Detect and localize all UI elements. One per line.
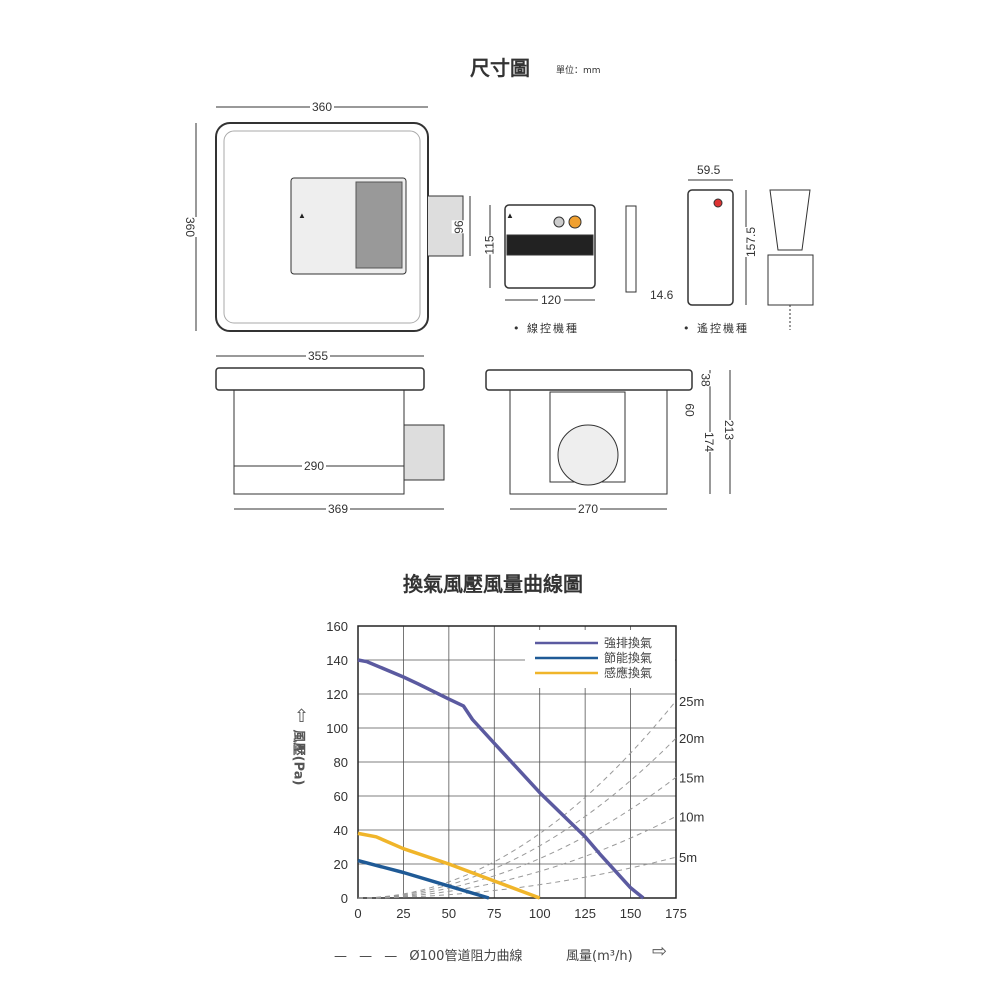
wired-model-label: • 線控機種 — [513, 322, 579, 335]
resistance-curve-label: 25m — [679, 694, 704, 709]
legend-label: 感應換氣 — [604, 665, 652, 680]
y-tick-label: 140 — [326, 653, 348, 668]
end-width-dim: 270 — [576, 502, 601, 516]
side-top-width-dim: 355 — [306, 349, 331, 363]
end-frame-height-dim: 38 — [698, 373, 713, 387]
wired-depth-dim: 14.6 — [650, 288, 674, 302]
y-tick-label: 60 — [334, 789, 348, 804]
resistance-curve-label: 5m — [679, 850, 697, 865]
resistance-curve — [357, 856, 677, 899]
y-tick-label: 0 — [341, 891, 348, 906]
resistance-curve — [357, 737, 677, 899]
chart-title: 換氣風壓風量曲線圖 — [403, 572, 583, 596]
x-tick-label: 50 — [442, 906, 456, 921]
series-line — [357, 858, 490, 900]
unit-label: 單位：mm — [556, 66, 601, 76]
front-width-dim: 360 — [310, 100, 335, 114]
remote-model-label: • 遙控機種 — [683, 322, 749, 335]
wired-height-dim: 115 — [482, 235, 497, 255]
dimension-drawing: ▲ ▲ — [195, 106, 814, 510]
series-line — [357, 831, 541, 900]
legend-label: 強排換氣 — [604, 636, 652, 650]
pressure-flow-chart: 0 25 50 75 100 125 150 175 0 20 40 60 80 100 120 140 160… — [326, 619, 704, 921]
remote-height-dim: 157.5 — [744, 226, 759, 258]
up-arrow-icon: ⇧ — [294, 706, 310, 727]
resistance-curve — [357, 815, 677, 899]
side-body-width-dim: 290 — [302, 459, 327, 473]
wired-logo: ▲ — [506, 211, 514, 220]
remote-width-dim: 59.5 — [697, 163, 721, 177]
y-tick-label: 80 — [334, 755, 348, 770]
resistance-curve-label: 15m — [679, 770, 704, 785]
x-tick-label: 75 — [487, 906, 501, 921]
y-tick-label: 20 — [334, 857, 348, 872]
x-tick-label: 150 — [620, 906, 642, 921]
end-total-height-dim: 213 — [722, 419, 737, 441]
x-tick-label: 25 — [396, 906, 410, 921]
y-tick-label: 120 — [326, 687, 348, 702]
duct-height-dim: 96 — [451, 220, 466, 234]
legend-label: 節能換氣 — [604, 650, 652, 665]
side-total-width-dim: 369 — [326, 502, 351, 516]
series-line — [357, 658, 645, 900]
end-body-height-dim: 174 — [702, 431, 717, 453]
wired-width-dim: 120 — [538, 293, 565, 307]
x-tick-label: 100 — [529, 906, 551, 921]
resistance-legend-text: Ø100管道阻力曲線 — [409, 949, 523, 964]
resistance-curve-label: 20m — [679, 731, 704, 746]
x-tick-label: 0 — [354, 906, 361, 921]
x-tick-label: 125 — [574, 906, 596, 921]
x-tick-label: 175 — [665, 906, 687, 921]
front-height-dim: 360 — [183, 216, 198, 238]
dashed-line-icon: — — — — [334, 949, 410, 964]
wired-controller — [504, 204, 596, 289]
y-tick-label: 160 — [326, 619, 348, 634]
end-upper-height-dim: 60 — [682, 403, 697, 417]
side-view — [215, 367, 425, 391]
resistance-curve — [357, 700, 677, 899]
x-axis-label: 風量(m³/h) — [566, 949, 633, 964]
plot-frame — [357, 625, 677, 899]
resistance-curve-label: 10m — [679, 809, 704, 824]
remote-controller — [687, 189, 734, 306]
end-view — [485, 369, 693, 391]
y-tick-label: 100 — [326, 721, 348, 736]
y-tick-label: 40 — [334, 823, 348, 838]
right-arrow-icon: ⇨ — [652, 941, 668, 962]
dimension-title: 尺寸圖 — [470, 56, 530, 80]
resistance-legend: — — — Ø100管道阻力曲線 — [334, 945, 522, 964]
resistance-curve — [357, 776, 677, 899]
front-logo: ▲ — [298, 211, 306, 220]
